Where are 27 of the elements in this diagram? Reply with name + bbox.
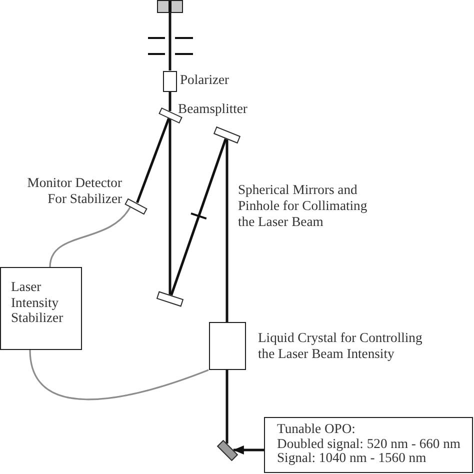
crystal-box xyxy=(208,322,246,370)
beam-line xyxy=(232,446,264,454)
polarizer-box xyxy=(163,70,177,92)
mirror-plate xyxy=(156,291,184,307)
beam-line xyxy=(226,370,228,444)
info-box xyxy=(264,417,473,473)
beam-line xyxy=(168,13,172,70)
component-label: Liquid Crystal for Controlling the Laser Beam Intensity xyxy=(258,330,424,362)
cable-line xyxy=(49,206,131,268)
housing-box xyxy=(157,0,183,13)
cable-line xyxy=(29,350,209,400)
component-label: Monitor Detector For Stabilizer xyxy=(26,175,122,206)
beam-line xyxy=(168,118,172,295)
beam-line xyxy=(226,139,228,322)
stabilizer-box xyxy=(0,267,82,350)
spec-line: Doubled signal: 520 nm - 660 nm xyxy=(277,436,462,451)
box-label: Laser Intensity Stabilizer xyxy=(11,279,64,326)
beam-line xyxy=(168,92,172,112)
component-label: Beamsplitter xyxy=(178,101,248,117)
detector-plate xyxy=(124,198,148,214)
beam-line xyxy=(136,118,170,204)
box-heading: Tunable OPO: xyxy=(277,422,356,436)
spec-line: Signal: 1040 nm - 1560 nm xyxy=(277,451,428,466)
component-label: Polarizer xyxy=(180,72,230,88)
mirror-plate xyxy=(213,126,241,144)
annotation-text: Spherical Mirrors and Pinhole for Collimating the Laser Beam xyxy=(238,182,368,230)
beam-line xyxy=(170,138,227,296)
